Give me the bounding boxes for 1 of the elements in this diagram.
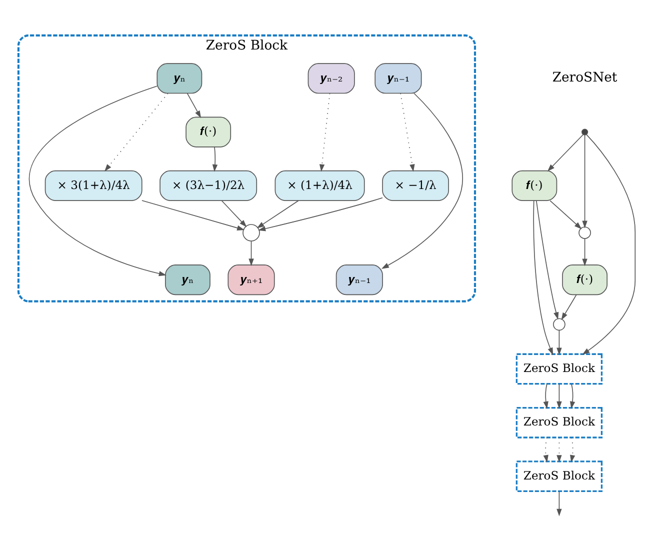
label: ZeroSNet (552, 70, 618, 86)
